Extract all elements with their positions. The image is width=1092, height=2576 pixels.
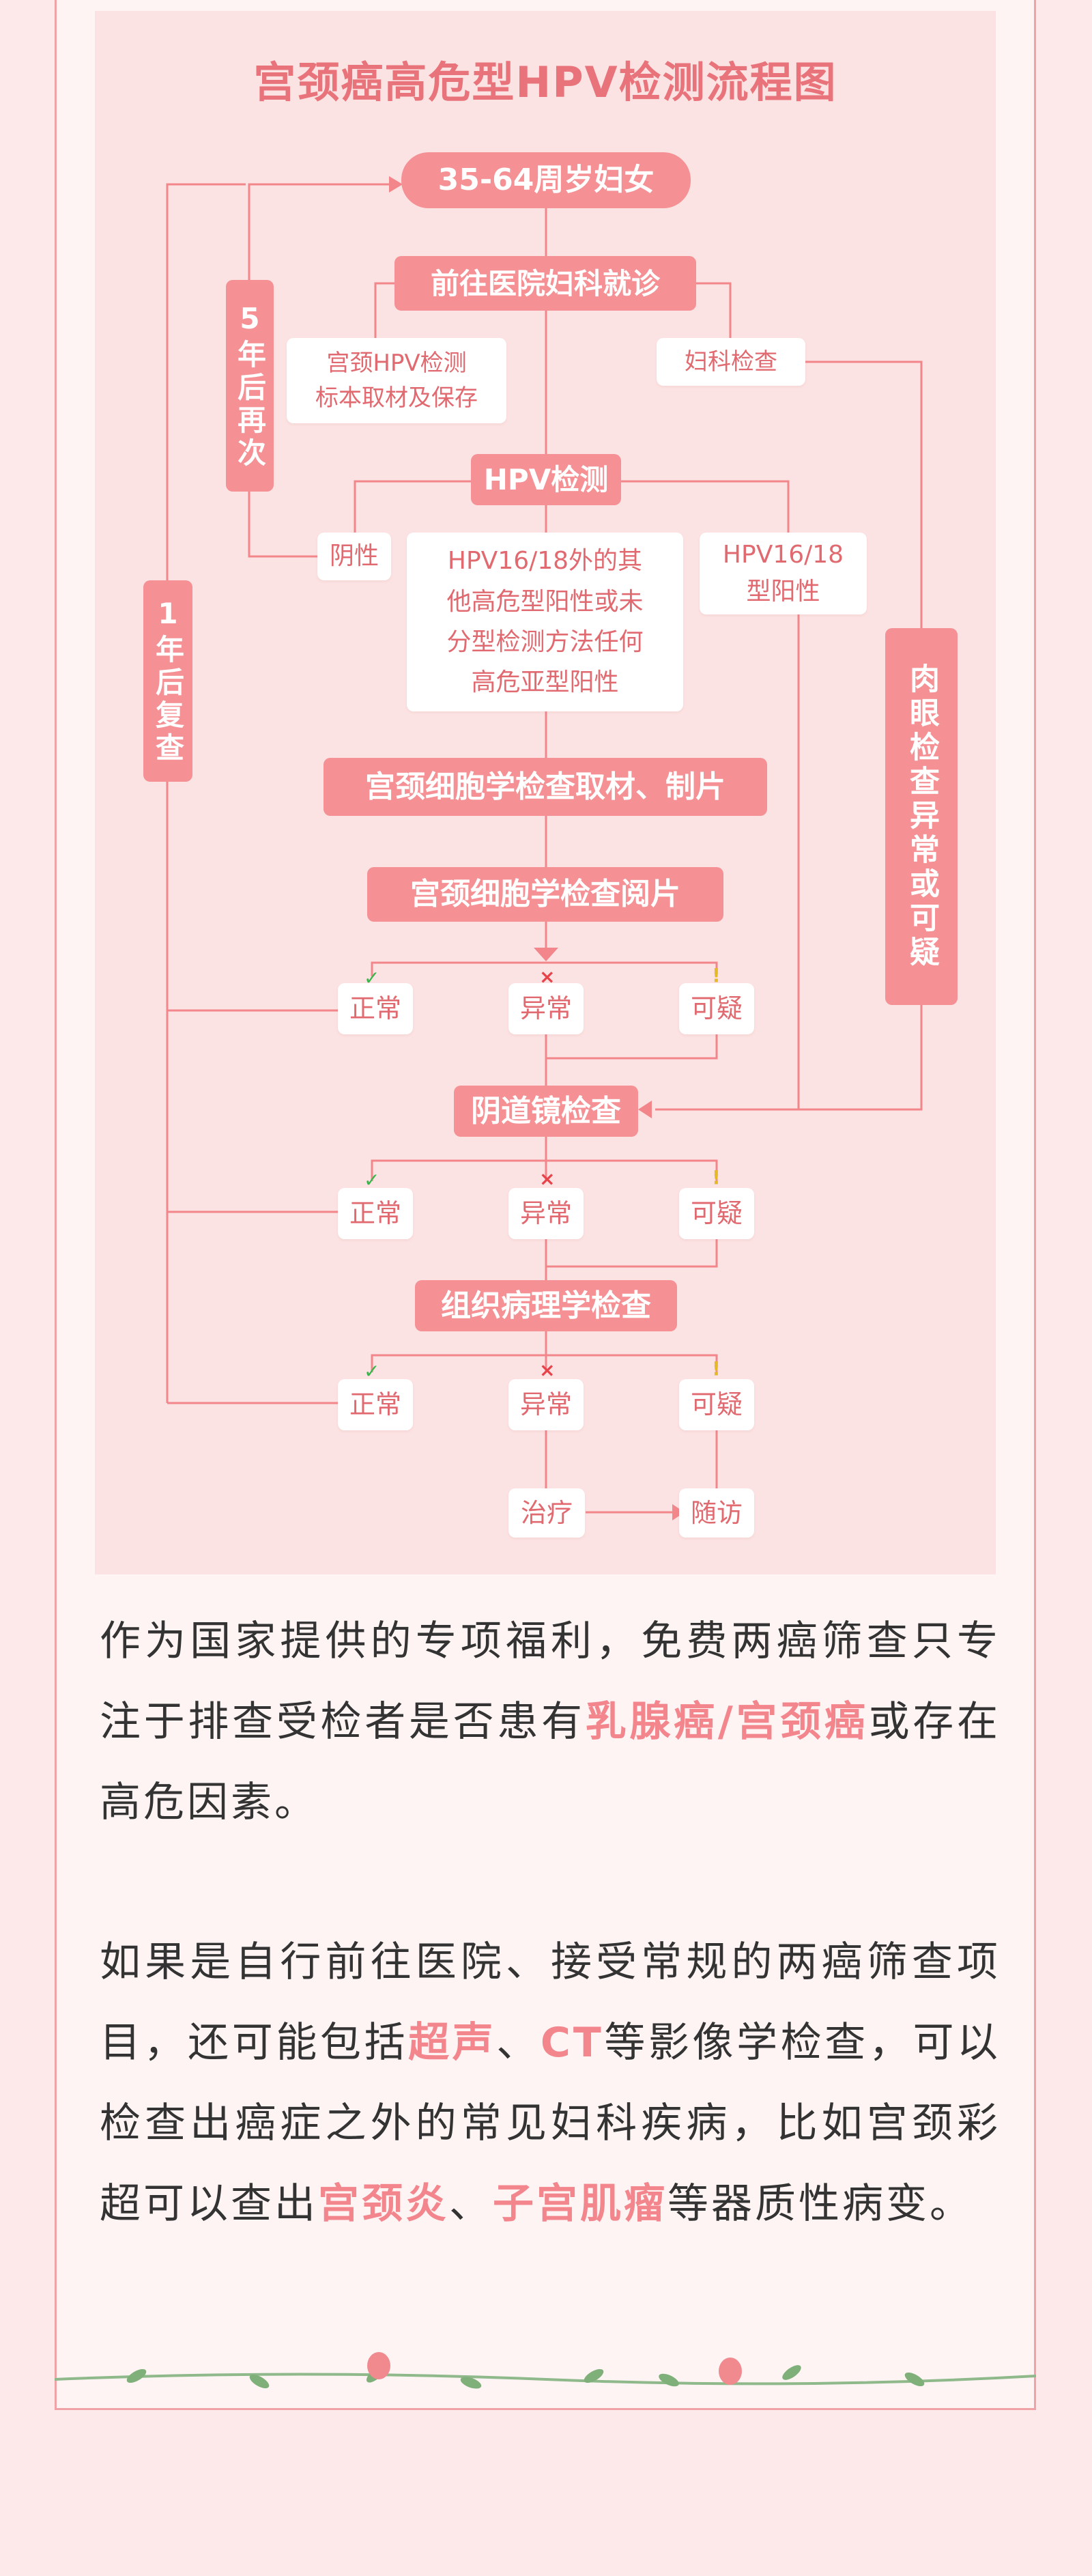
histology-normal: 正常 [338,1379,413,1430]
warning-mark: ! [712,1166,721,1189]
paragraph-1-text: 作为国家提供的专项福利，免费两癌筛查只专注于排查受检者是否患有 [100,1617,1001,1746]
treatment-node: 治疗 [508,1488,585,1538]
retest-5y-node: 5年后再次 [226,280,274,492]
vine-decoration [55,2352,1036,2389]
highlight-breast-cervical-cancer: 乳腺癌/宫颈癌 [585,1698,869,1746]
separator: 、 [449,2180,493,2228]
follow-up-node: 随访 [679,1488,754,1538]
cross-mark: × [539,1359,556,1381]
highlight-ct: CT [540,2019,604,2067]
check-mark: ✓ [364,1360,380,1383]
cytology-suspicious: 可疑 [679,983,754,1034]
check-mark: ✓ [364,1169,380,1191]
hpv1618-positive-node: HPV16/18 型阳性 [700,533,867,614]
cytology-abnormal: 异常 [508,983,584,1034]
histopathology-node: 组织病理学检查 [415,1280,677,1331]
paragraph-2-text-end: 等器质性病变。 [667,2180,973,2228]
gyn-exam-node: 妇科检查 [657,338,805,386]
start-node: 35-64周岁妇女 [401,152,691,208]
histology-abnormal: 异常 [508,1379,584,1430]
colposcopy-node: 阴道镜检查 [454,1086,638,1137]
highlight-cervicitis: 宫颈炎 [318,2180,449,2228]
paragraph-2: 如果是自行前往医院、接受常规的两癌筛查项目，还可能包括超声、CT等影像学检查，可… [100,1922,1001,2244]
colposcopy-normal: 正常 [338,1188,413,1239]
cytology-normal: 正常 [338,983,413,1034]
sample-node: 宫颈HPV检测 标本取材及保存 [287,338,506,423]
separator: 、 [496,2019,541,2067]
paragraph-2-text: 如果是自行前往医院、接受常规的两癌筛查项目，还可能包括 [100,1938,1001,2067]
colposcopy-abnormal: 异常 [508,1188,584,1239]
flowchart-connectors [166,176,923,1520]
highlight-uterine-fibroids: 子宫肌瘤 [493,2180,667,2228]
colposcopy-suspicious: 可疑 [679,1188,754,1239]
paragraph-2-text-mid: 等影像学检查，可以检查出癌症之外的常见妇科疾病，比如宫颈彩超可以查出 [100,2019,1001,2228]
highlight-ultrasound: 超声 [408,2019,497,2067]
visual-abnormal-node: 肉眼检查异常或可疑 [885,628,958,1005]
recheck-1y-node: 1年后复查 [143,580,192,782]
cross-mark: × [539,1167,556,1190]
paragraph-1-text-end: 或存在高危因素。 [100,1698,1001,1826]
warning-mark: ! [712,1357,721,1380]
negative-node: 阴性 [317,533,391,580]
flowchart-title: 宫颈癌高危型HPV检测流程图 [253,57,837,107]
hospital-node: 前往医院妇科就诊 [394,256,696,311]
cytology-reading-node: 宫颈细胞学检查阅片 [367,867,723,922]
paragraph-1: 作为国家提供的专项福利，免费两癌筛查只专注于排查受检者是否患有乳腺癌/宫颈癌或存… [100,1601,1001,1843]
histology-suspicious: 可疑 [679,1379,754,1430]
check-mark: ✓ [364,967,380,989]
cytology-sampling-node: 宫颈细胞学检查取材、制片 [324,758,767,816]
cross-mark: × [539,965,556,988]
other-positive-node: HPV16/18外的其 他高危型阳性或未 分型检测方法任何 高危亚型阳性 [407,533,683,711]
hpv-test-node: HPV检测 [471,454,621,505]
warning-mark: ! [712,964,721,987]
